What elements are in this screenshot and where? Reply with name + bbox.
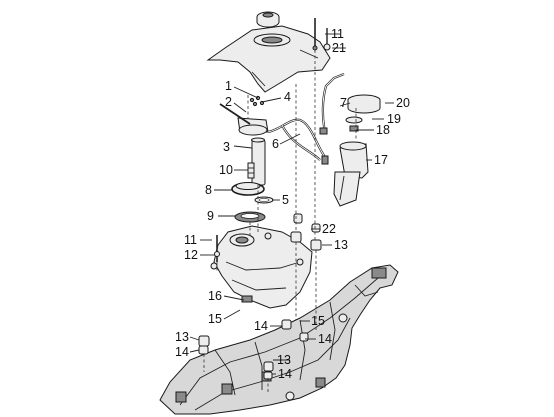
callout-14-right: 14 xyxy=(318,332,332,346)
callout-18: 18 xyxy=(376,123,390,137)
callout-14-bottom: 14 xyxy=(278,367,292,381)
fuel-pump-assembly xyxy=(219,95,269,186)
callout-22: 22 xyxy=(322,222,336,236)
callout-8: 8 xyxy=(205,183,212,197)
callout-15-right: 15 xyxy=(311,314,325,328)
callout-16: 16 xyxy=(208,289,222,303)
callout-5: 5 xyxy=(282,193,289,207)
fuel-hoses xyxy=(267,72,345,165)
assembly-guides xyxy=(203,50,357,392)
callout-9: 9 xyxy=(207,209,214,223)
callout-7: 7 xyxy=(340,96,347,110)
callout-17: 17 xyxy=(374,153,388,167)
callout-11: 11 xyxy=(331,27,344,41)
pump-rings xyxy=(231,162,274,223)
callout-13-upper: 13 xyxy=(334,238,348,252)
fuel-pump-right xyxy=(333,94,381,207)
callout-13-bottom: 13 xyxy=(277,353,291,367)
screw-top xyxy=(312,18,331,51)
callout-14-mid: 14 xyxy=(254,319,268,333)
callout-6: 6 xyxy=(272,137,279,151)
callout-20: 20 xyxy=(396,96,410,110)
callout-10: 10 xyxy=(219,163,233,177)
callout-13-left: 13 xyxy=(175,330,189,344)
callout-3: 3 xyxy=(223,140,230,154)
fuel-tank xyxy=(210,225,313,309)
leader-lines xyxy=(189,33,394,375)
callout-labels: 11 21 1 4 2 7 20 19 18 6 3 17 10 8 5 9 2… xyxy=(175,27,410,381)
callout-15-left: 15 xyxy=(208,312,222,326)
callout-12: 12 xyxy=(184,248,198,262)
fuel-cap xyxy=(256,11,280,28)
callout-21: 21 xyxy=(332,41,346,55)
callout-11-lower: 11 xyxy=(184,233,197,247)
callout-2: 2 xyxy=(225,95,232,109)
callout-4: 4 xyxy=(284,90,291,104)
tank-cover xyxy=(206,25,331,93)
callout-1: 1 xyxy=(225,79,232,93)
callout-19: 19 xyxy=(387,112,401,126)
callout-14-left: 14 xyxy=(175,345,189,359)
